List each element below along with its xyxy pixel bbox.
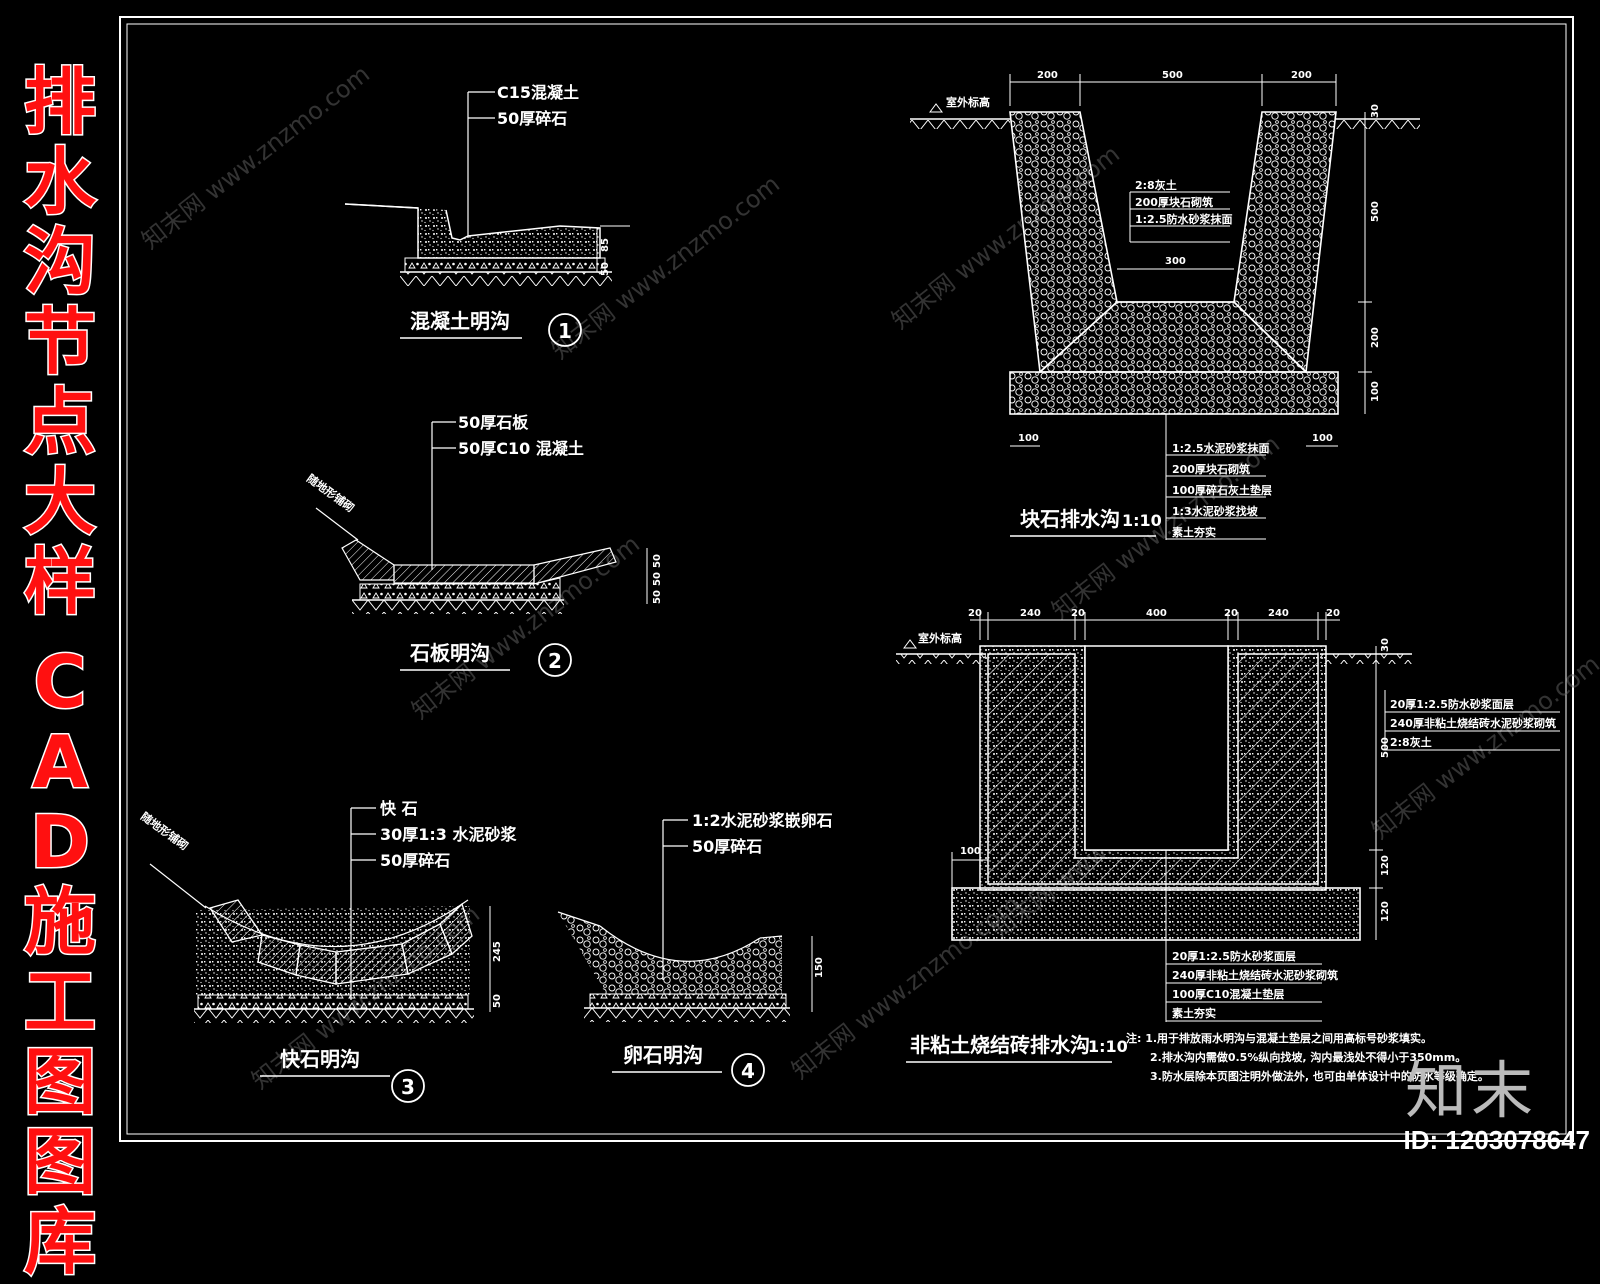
inner-frame	[126, 23, 1567, 1135]
label-stone-slab: 50厚石板	[458, 413, 529, 432]
detail-3-title: 快石明沟	[280, 1047, 360, 1071]
detail-1-title: 混凝土明沟	[410, 309, 510, 333]
right-table-row-0: 20厚1:2.5防水砂浆面层	[1390, 697, 1514, 711]
detail-1: C15混凝土 50厚碎石 85 50 混凝土明沟 1	[344, 83, 630, 347]
dim-side-100: 100	[1370, 381, 1381, 402]
table-5-row-4: 素土夯实	[1172, 525, 1216, 539]
dim-50-a: 50	[652, 554, 663, 568]
label-c15-concrete: C15混凝土	[497, 83, 579, 102]
note-1: 注: 1.用于排放雨水明沟与混凝土垫层之间用高标号砂浆填实。	[1126, 1031, 1432, 1045]
detail-5-title: 块石排水沟	[1020, 507, 1120, 531]
table-5-row-0: 1:2.5水泥砂浆抹面	[1172, 441, 1270, 455]
dim-bottom-100-a: 100	[1018, 433, 1039, 444]
dim-top-20-a: 20	[968, 608, 982, 619]
inner-label-0: 2:8灰土	[1135, 178, 1177, 192]
label-gravel-3: 50厚碎石	[380, 851, 450, 870]
label-gravel-4: 50厚碎石	[692, 837, 762, 856]
ground-level-label-5: 室外标高	[946, 95, 990, 109]
note-3: 3.防水层除本页图注明外做法外, 也可由单体设计中的防水等级确定。	[1150, 1069, 1489, 1083]
side-title-char: 大	[22, 460, 97, 544]
side-title-char: 库	[22, 1200, 97, 1284]
right-table-row-1: 240厚非粘土烧结砖水泥砂浆砌筑	[1390, 716, 1556, 730]
dim-side-120-a: 120	[1380, 855, 1391, 876]
bottom-table-row-3: 素土夯实	[1172, 1006, 1216, 1020]
bottom-table-row-0: 20厚1:2.5防水砂浆面层	[1172, 949, 1296, 963]
detail-4-number: 4	[741, 1059, 755, 1083]
detail-3: 随地形铺砌 快 石 30厚1:3 水泥砂浆 50厚碎石 245 50 快石明沟 …	[138, 799, 518, 1103]
dim-top-500: 500	[1162, 70, 1183, 81]
side-title-char: 点	[22, 380, 97, 464]
image-id: ID: 1203078647	[1403, 1125, 1590, 1155]
detail-4: 1:2水泥砂浆嵌卵石 50厚碎石 150 卵石明沟 4	[557, 811, 833, 1087]
bottom-table-row-1: 240厚非粘土烧结砖水泥砂浆砌筑	[1172, 968, 1338, 982]
inner-label-2: 1:2.5防水砂浆抹面	[1135, 212, 1233, 226]
detail-6-title: 非粘土烧结砖排水沟	[910, 1033, 1090, 1057]
dim-150: 150	[814, 957, 825, 978]
dim-left-100: 100	[960, 846, 981, 857]
side-title-char: 节	[22, 300, 97, 384]
dim-245: 245	[492, 941, 503, 962]
dim-side-120-b: 120	[1380, 901, 1391, 922]
label-c10-concrete: 50厚C10 混凝土	[458, 439, 584, 458]
side-title-char: 水	[22, 140, 97, 224]
watermark-text: 知末网 www.znzmo.com	[136, 60, 375, 255]
dim-top-240-b: 240	[1268, 608, 1289, 619]
dim-side-200: 200	[1370, 327, 1381, 348]
dim-50-c: 50	[652, 590, 663, 604]
dim-top-20-c: 20	[1224, 608, 1238, 619]
inner-label-1: 200厚块石砌筑	[1135, 195, 1213, 209]
dim-side-30: 30	[1370, 104, 1381, 118]
slope-note-3: 随地形铺砌	[138, 809, 191, 853]
dim-top-200-a: 200	[1037, 70, 1058, 81]
ground-level-label-6: 室外标高	[918, 631, 962, 645]
dim-top-400: 400	[1146, 608, 1167, 619]
side-title-char: 沟	[22, 220, 97, 304]
side-title-char: 排	[22, 60, 97, 144]
side-title-char: 图	[22, 1040, 97, 1124]
detail-2-title: 石板明沟	[409, 641, 490, 665]
dim-side-30-6: 30	[1380, 638, 1391, 652]
side-title-char: 工	[22, 960, 97, 1044]
dim-bottom-100-b: 100	[1312, 433, 1333, 444]
dim-top-20-b: 20	[1071, 608, 1085, 619]
dim-50-3: 50	[492, 994, 503, 1008]
side-title-char: A	[31, 720, 90, 804]
dim-top-240-a: 240	[1020, 608, 1041, 619]
dim-side-500: 500	[1370, 201, 1381, 222]
dim-top-20-d: 20	[1326, 608, 1340, 619]
detail-5-scale: 1:10	[1122, 511, 1162, 530]
table-5-row-3: 1:3水泥砂浆找坡	[1172, 504, 1259, 518]
detail-6: 室外标高 20 240 20 400 20 240 20 30 500 120 …	[896, 608, 1560, 1083]
dim-top-200-b: 200	[1291, 70, 1312, 81]
table-5-row-2: 100厚碎石灰土垫层	[1172, 483, 1272, 497]
side-title-char: 施	[22, 880, 97, 964]
dim-50: 50	[600, 262, 611, 276]
side-title-char: D	[29, 800, 92, 884]
side-title-char: 样	[22, 540, 97, 624]
table-5-row-1: 200厚块石砌筑	[1172, 462, 1250, 476]
label-block-stone: 快 石	[380, 799, 418, 818]
brand-logo: 知末	[1405, 1054, 1538, 1127]
outer-frame	[119, 16, 1574, 1142]
dim-50-b: 50	[652, 572, 663, 586]
label-mortar: 30厚1:3 水泥砂浆	[380, 825, 518, 844]
detail-1-number: 1	[558, 319, 572, 343]
dim-85: 85	[600, 238, 611, 252]
detail-5: 室外标高 200 500 200 2:8灰土 200厚块石砌筑 1:2.5防水砂…	[910, 70, 1420, 540]
bottom-table-row-2: 100厚C10混凝土垫层	[1172, 987, 1284, 1001]
label-gravel: 50厚碎石	[497, 109, 567, 128]
right-table-row-2: 2:8灰土	[1390, 735, 1432, 749]
slope-note-2: 随地形铺砌	[304, 471, 357, 515]
dim-inner-300: 300	[1165, 256, 1186, 267]
label-pebble-mortar: 1:2水泥砂浆嵌卵石	[692, 811, 833, 830]
detail-6-scale: 1:10	[1088, 1037, 1128, 1056]
note-2: 2.排水沟内需做0.5%纵向找坡, 沟内最浅处不得小于350mm。	[1150, 1050, 1466, 1064]
side-title-char: C	[32, 640, 88, 724]
detail-3-number: 3	[401, 1075, 415, 1099]
detail-4-title: 卵石明沟	[623, 1043, 703, 1067]
detail-2-number: 2	[548, 649, 562, 673]
